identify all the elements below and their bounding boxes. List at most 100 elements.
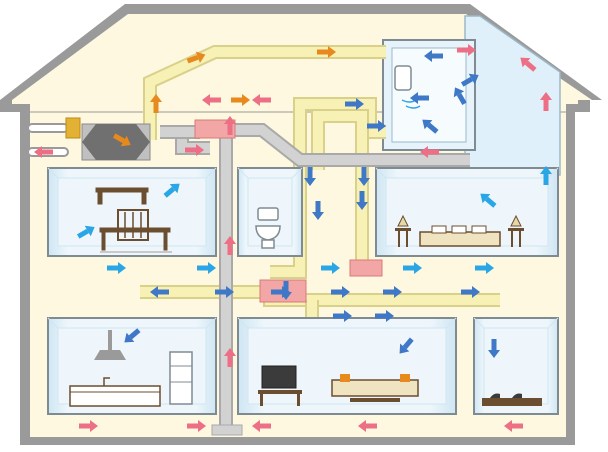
arrow-shaft [361, 167, 367, 178]
arrow-shaft [42, 149, 53, 155]
airflow-arrow [410, 92, 429, 104]
arrow-shaft [163, 186, 176, 198]
duct-supply [295, 99, 386, 170]
room-edge [375, 167, 387, 179]
airflow-arrow [34, 146, 53, 158]
arrow-head [242, 94, 250, 106]
arrow-head [150, 94, 162, 102]
arrow-head [356, 202, 368, 210]
arrow-shaft [484, 196, 497, 208]
airflow-arrow [331, 286, 350, 298]
arrow-head [453, 87, 465, 98]
arrow-head [540, 92, 552, 100]
arrow-head [344, 310, 352, 322]
arrow-head [195, 51, 206, 63]
arrow-head [34, 146, 42, 158]
dining-table-icon [95, 187, 172, 253]
airflow-arrow [79, 420, 98, 432]
airflow-arrow [488, 339, 500, 358]
arrow-head [504, 420, 512, 432]
arrow-shaft [215, 289, 226, 295]
arrow-head [118, 262, 126, 274]
airflow-arrow [520, 57, 537, 72]
airflow-arrow [333, 310, 352, 322]
arrow-shaft [512, 423, 523, 429]
airflow-arrow [480, 193, 497, 208]
arrow-shaft [271, 289, 282, 295]
airflow-arrow [540, 92, 552, 111]
arrow-head [198, 420, 206, 432]
room-edge [47, 317, 59, 329]
airflow-arrow [321, 262, 340, 274]
airflow-arrow [231, 94, 250, 106]
airflow-arrow [163, 183, 180, 198]
airflow-arrow [252, 420, 271, 432]
arrow-shaft [432, 53, 443, 59]
airflow-arrow [475, 262, 494, 274]
airflow-arrow [202, 94, 221, 106]
arrow-shaft [227, 124, 233, 135]
airflow-arrow [124, 328, 141, 343]
room-edge [237, 167, 249, 179]
arrow-shaft [345, 101, 356, 107]
duct-supply [313, 111, 367, 260]
arrow-head [124, 332, 135, 343]
arrow-head [332, 262, 340, 274]
arrow-head [520, 57, 531, 68]
arrow-shaft [461, 289, 472, 295]
arrow-head [410, 92, 418, 104]
arrow-shaft [331, 289, 342, 295]
shower-icon [394, 65, 421, 109]
arrow-shaft [491, 339, 497, 350]
airflow-arrow [186, 51, 206, 64]
airflow-arrow [317, 46, 336, 58]
airflow-arrow [367, 120, 386, 132]
arrow-shaft [307, 167, 313, 178]
arrow-head [424, 50, 432, 62]
arrow-head [84, 225, 95, 237]
arrow-shaft [153, 102, 159, 113]
arrow-head [358, 420, 366, 432]
airflow-arrow [224, 236, 236, 255]
arrow-head [90, 420, 98, 432]
room-edge [473, 317, 485, 329]
arrow-shaft [187, 423, 198, 429]
arrow-head [169, 183, 180, 194]
arrow-shaft [158, 289, 169, 295]
airflow-arrow [383, 286, 402, 298]
airflow-arrow [460, 73, 479, 87]
arrow-head [342, 286, 350, 298]
arrow-shaft [403, 265, 414, 271]
arrow-shaft [260, 423, 271, 429]
airflow-arrow [187, 420, 206, 432]
room-edge [205, 167, 217, 179]
airflow-arrow [150, 94, 162, 113]
arrow-shaft [260, 97, 271, 103]
arrow-head [420, 146, 428, 158]
airflow-arrow [453, 87, 467, 106]
arrow-shaft [227, 356, 233, 367]
arrow-shaft [231, 97, 242, 103]
duct-supply [145, 47, 386, 140]
airflow-arrow [424, 50, 443, 62]
arrow-head [328, 46, 336, 58]
arrow-head [252, 94, 260, 106]
airflow-arrow [197, 262, 216, 274]
room-edge [47, 167, 59, 179]
arrow-head [486, 262, 494, 274]
arrow-shaft [426, 122, 439, 134]
bed-icon [395, 214, 524, 247]
arrow-shaft [107, 265, 118, 271]
airflow-arrow [356, 191, 368, 210]
arrow-head [304, 178, 316, 186]
arrow-shaft [317, 49, 328, 55]
airflow-arrow [185, 144, 204, 156]
arrow-shaft [333, 313, 344, 319]
airflow-arrow [403, 262, 422, 274]
arrow-head [540, 166, 552, 174]
airflow-arrow [540, 166, 552, 185]
sofa-tv-icon [258, 365, 419, 406]
arrow-shaft [456, 93, 467, 106]
